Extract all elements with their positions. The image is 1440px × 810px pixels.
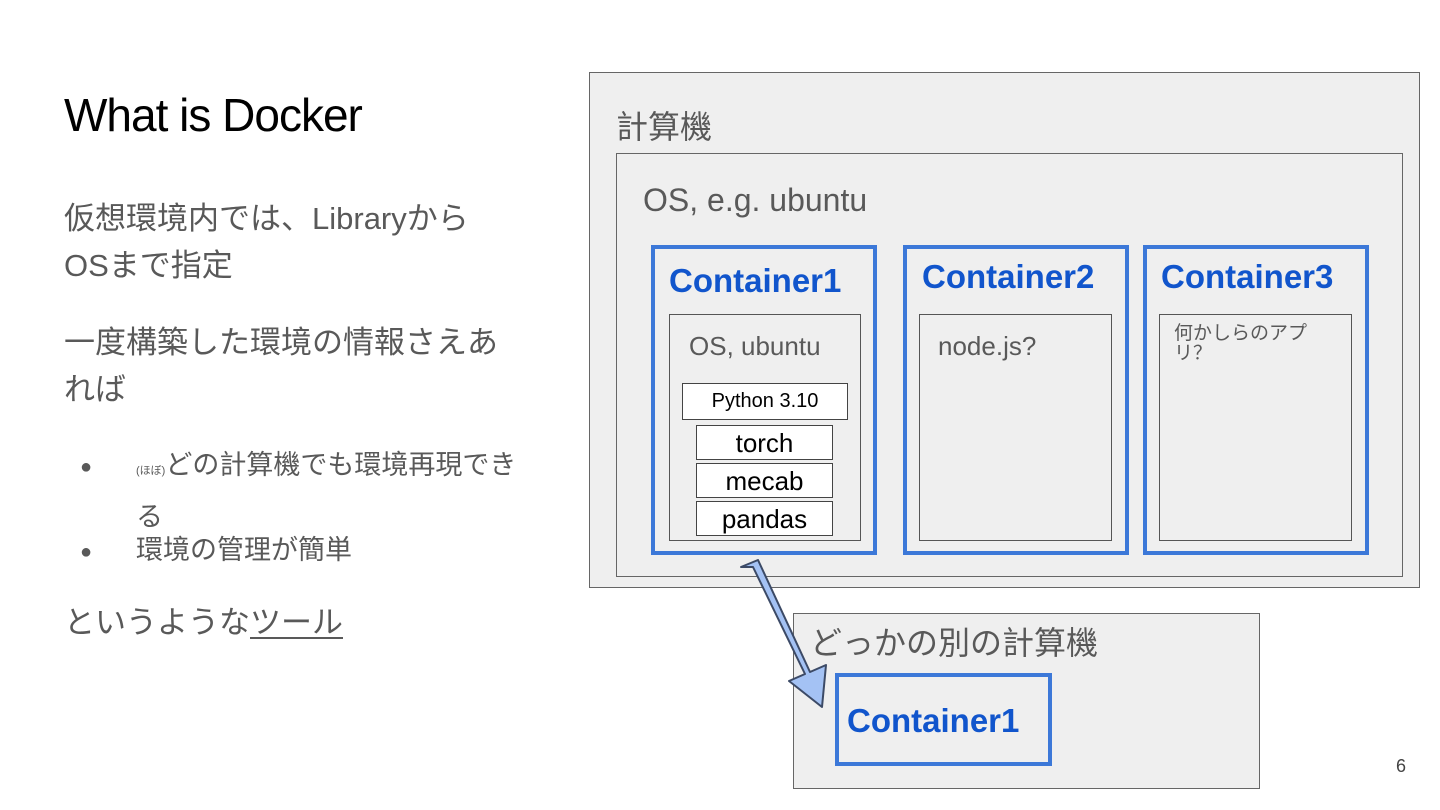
closing-prefix: というような [64, 605, 250, 640]
lib-mecab: mecab [696, 463, 833, 498]
lib-python: Python 3.10 [682, 383, 848, 420]
bullet-item-reproducible: (ほぼ)どの計算機でも環境再現でき る [136, 442, 556, 540]
paragraph-line: 一度構築した環境の情報さえあ [64, 325, 498, 360]
page-number: 6 [1396, 756, 1407, 776]
bullet-note: (ほぼ) [136, 465, 166, 477]
paragraph-line: OSまで指定 [64, 248, 233, 283]
container3-inner-label: 何かしらのアプ リ？ [1174, 324, 1307, 364]
machine-label: 計算機 [616, 109, 713, 145]
paragraph-reproduce: 一度構築した環境の情報さえあ れば [64, 319, 564, 413]
bullet-marker: ● [80, 456, 93, 478]
bullet-marker: ● [80, 541, 93, 563]
container2-inner-box [919, 314, 1112, 541]
container3-title: Container3 [1161, 258, 1334, 295]
container3-inner-label-line: リ？ [1174, 343, 1213, 364]
container3-inner-box [1159, 314, 1352, 541]
container1-os-label: OS, ubuntu [689, 331, 821, 361]
paragraph-virtual-env: 仮想環境内では、Libraryから OSまで指定 [64, 195, 564, 289]
bullet-text: る [136, 502, 163, 532]
paragraph-line: れば [64, 372, 126, 407]
container3-inner-label-line: 何かしらのアプ [1174, 323, 1308, 344]
lib-pandas: pandas [696, 501, 833, 536]
other-machine-label: どっかの別の計算機 [810, 625, 1099, 661]
closing-line: というようなツール [64, 599, 564, 646]
bullet-item-management: 環境の管理が簡単 [136, 535, 352, 565]
other-container-box [835, 673, 1052, 766]
bullet-text: どの計算機でも環境再現でき [165, 450, 517, 480]
paragraph-line: 仮想環境内では、Libraryから [64, 201, 469, 236]
container2-title: Container2 [922, 258, 1095, 295]
slide-title: What is Docker [64, 89, 363, 141]
os-label: OS, e.g. ubuntu [643, 182, 868, 218]
other-container-title: Container1 [847, 702, 1020, 739]
container2-inner-label: node.js? [938, 331, 1037, 361]
lib-torch: torch [696, 425, 833, 460]
tool-link[interactable]: ツール [250, 605, 343, 640]
container1-title: Container1 [669, 262, 842, 299]
transfer-arrow-shape [740, 559, 827, 708]
